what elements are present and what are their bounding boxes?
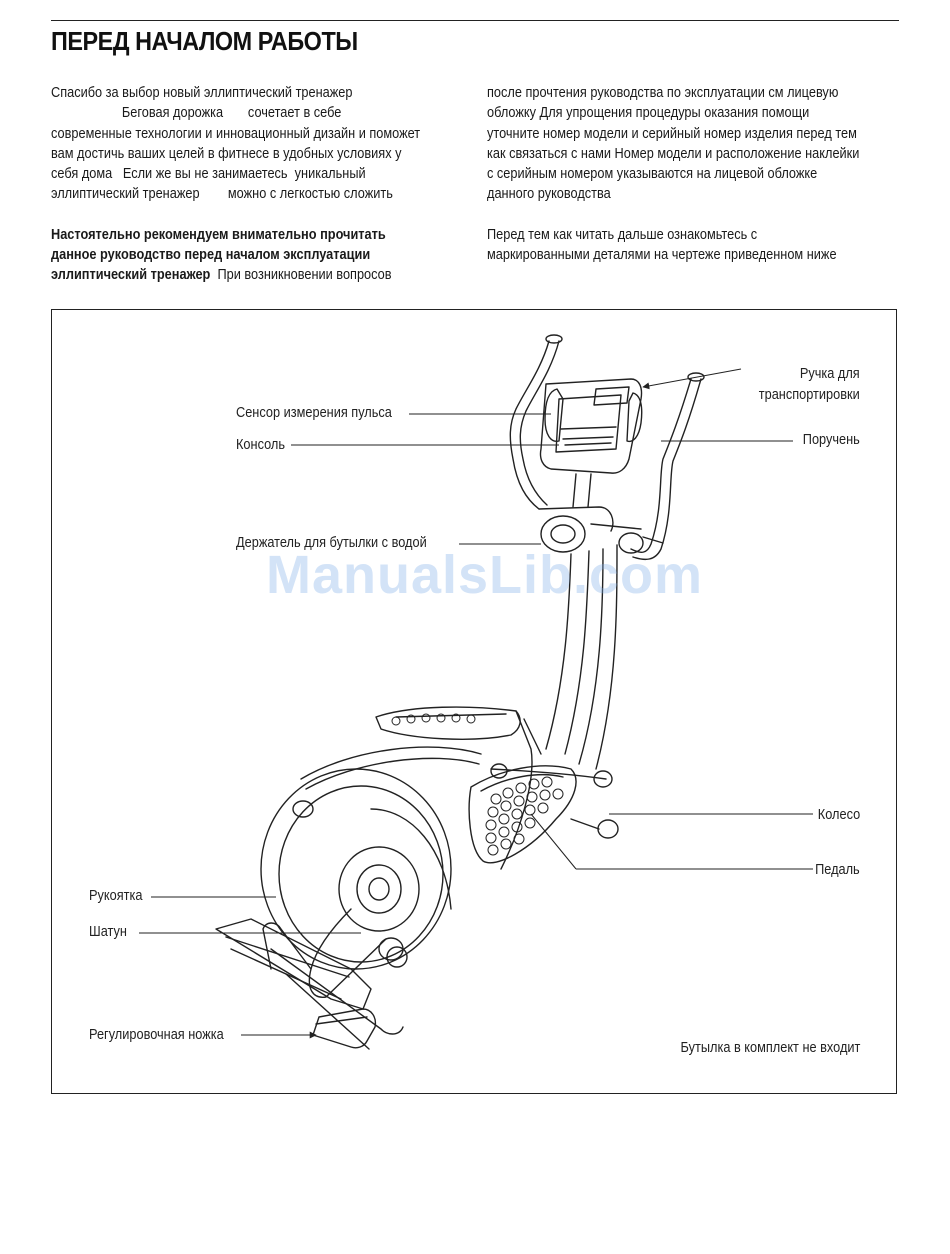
label-pulse-sensor: Сенсор измерения пульса <box>236 405 392 421</box>
intro-line: эллиптический тренажер можно с легкостью… <box>51 186 393 203</box>
bold-recommendation-line: эллиптический тренажер При возникновении… <box>51 265 420 285</box>
intro-line: себя дома Если же вы не занимаетесь уник… <box>51 166 366 183</box>
top-rule <box>51 20 899 21</box>
bold-recommendation-line: Настоятельно рекомендуем внимательно про… <box>51 226 386 243</box>
label-transport-handle-line1: Ручка для <box>800 366 860 382</box>
intro-line: вам достичь ваших целей в фитнесе в удоб… <box>51 145 402 162</box>
intro-line: Беговая дорожка сочетает в себе <box>51 105 342 122</box>
label-console: Консоль <box>236 437 286 453</box>
label-bottle-holder: Держатель для бутылки с водой <box>236 535 427 551</box>
para-line: уточните номер модели и серийный номер и… <box>487 125 857 142</box>
para-line: с серийным номером указываются на лицево… <box>487 166 818 183</box>
label-leveling-foot: Регулировочная ножка <box>89 1027 224 1043</box>
left-column: Спасибо за выбор новый эллиптический тре… <box>51 83 420 286</box>
intro-line: современные технологии и инновационный д… <box>51 125 421 142</box>
elliptical-diagram: Ручка для транспортировки Поручень Сенсо… <box>51 309 897 1094</box>
label-pedal: Педаль <box>815 862 860 878</box>
page-title: ПЕРЕД НАЧАЛОМ РАБОТЫ <box>51 26 358 56</box>
label-bottle-note: Бутылка в комплект не входит <box>680 1040 860 1056</box>
para-line: как связаться с нами Номер модели и расп… <box>487 145 860 162</box>
para-line: данного руководства <box>487 186 611 203</box>
label-transport-handle: Ручка для транспортировки <box>759 365 860 404</box>
intro-line: Спасибо за выбор новый эллиптический тре… <box>51 85 353 101</box>
para-line: маркированными деталями на чертеже приве… <box>487 247 837 264</box>
bold-recommendation-line: данное руководство перед началом эксплуа… <box>51 247 371 264</box>
elliptical-trainer-illustration <box>139 334 813 1050</box>
watermark: ManualsLib.com <box>266 545 704 605</box>
right-column: после прочтения руководства по эксплуата… <box>487 83 859 265</box>
para-line: Перед тем как читать дальше ознакомьтесь… <box>487 226 758 243</box>
label-transport-handle-line2: транспортировки <box>759 387 860 403</box>
label-crank-arm: Шатун <box>89 924 127 940</box>
label-wheel: Колесо <box>817 807 860 823</box>
label-crank-handle: Рукоятка <box>89 888 143 904</box>
label-handrail: Поручень <box>802 432 860 448</box>
bold-phrase: эллиптический тренажер <box>51 267 211 284</box>
para-line: обложку Для упрощения процедуры оказания… <box>487 105 810 122</box>
regular-tail: При возникновении вопросов <box>210 267 392 284</box>
para-line: после прочтения руководства по эксплуата… <box>487 85 839 101</box>
diagram-frame <box>51 309 897 1094</box>
